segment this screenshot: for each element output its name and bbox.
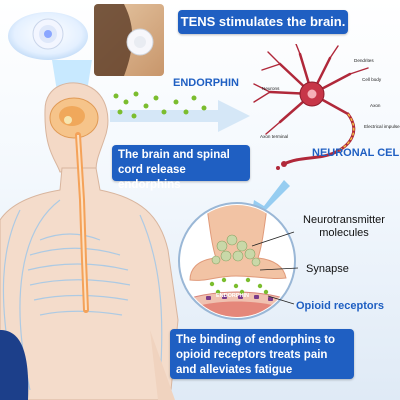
tens-photo — [94, 4, 164, 76]
neuronal-cell-label: NEURONAL CELL — [312, 147, 400, 159]
synapse-circle — [178, 202, 298, 320]
tens-device-icon — [8, 12, 88, 60]
tens-banner: TENS stimulates the brain. — [178, 10, 348, 34]
neuron-illustration — [253, 44, 369, 170]
flow-arrow — [110, 100, 250, 132]
label-cell-body: Cell body — [362, 77, 382, 82]
neurotransmitter-label: Neurotransmitter molecules — [303, 214, 385, 239]
synapse-label: Synapse — [306, 263, 349, 275]
opioid-receptors-label: Opioid receptors — [296, 300, 385, 312]
endorphin-flow — [110, 91, 250, 132]
label-axon-terminal: Axon terminal — [260, 134, 289, 139]
endorphin-small-label: ENDORPHIN — [216, 293, 250, 299]
binding-banner: The binding of endorphins to opioid rece… — [170, 329, 354, 379]
label-dendrites: Dendrites — [354, 58, 374, 63]
label-neurons: Neurons — [262, 86, 280, 91]
endorphin-label: ENDORPHIN — [173, 77, 240, 89]
label-electrical-impulse: Electrical impulse — [364, 124, 400, 129]
neck-device-image — [94, 4, 154, 76]
label-axon: Axon — [370, 103, 381, 108]
endorphin-dots — [113, 91, 207, 119]
release-banner: The brain and spinal cord release endorp… — [112, 145, 250, 191]
